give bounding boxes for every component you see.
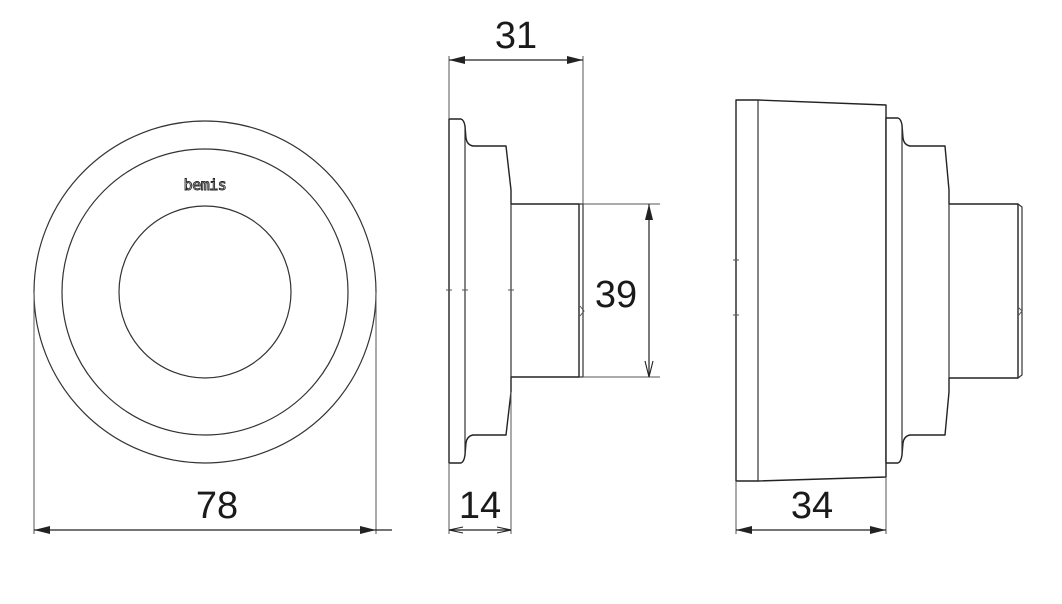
- inner-button-circle: [118, 205, 292, 379]
- arrowhead-up-icon: [645, 204, 653, 220]
- dimension-34: 34: [735, 477, 887, 534]
- side-view: 31 39 14: [446, 15, 660, 534]
- dimension-label-39: 39: [595, 274, 637, 316]
- arrowhead-left-icon: [736, 526, 752, 534]
- cover-hub-face-edge: [1017, 203, 1023, 379]
- outer-rim-circle: [33, 120, 377, 464]
- dimension-78: 78: [34, 485, 392, 534]
- arrowhead-right-icon: [360, 526, 376, 534]
- middle-ring-circle: [61, 148, 349, 436]
- front-view: bemis 78: [33, 120, 392, 534]
- dimension-39: 39: [583, 203, 660, 378]
- dimension-14: 14: [448, 392, 512, 534]
- arrowhead-left-icon: [448, 526, 464, 534]
- arrowhead-left-icon: [449, 56, 465, 64]
- arrowhead-right-icon: [567, 56, 583, 64]
- side-profile-outline: [448, 118, 580, 464]
- dimension-31: 31: [448, 15, 584, 204]
- cover-profile-outline: [885, 117, 1019, 464]
- arrowhead-left-icon: [34, 526, 50, 534]
- dimension-label-14: 14: [459, 485, 501, 527]
- dimension-label-34: 34: [791, 485, 833, 527]
- side-view-with-cover: 34: [733, 99, 1023, 534]
- arrowhead-right-icon: [496, 526, 512, 534]
- arrowhead-down-icon: [644, 360, 654, 378]
- brand-logo: bemis: [184, 176, 227, 194]
- dimension-label-31: 31: [495, 15, 537, 57]
- arrowhead-right-icon: [870, 526, 886, 534]
- dimension-label-78: 78: [196, 485, 238, 527]
